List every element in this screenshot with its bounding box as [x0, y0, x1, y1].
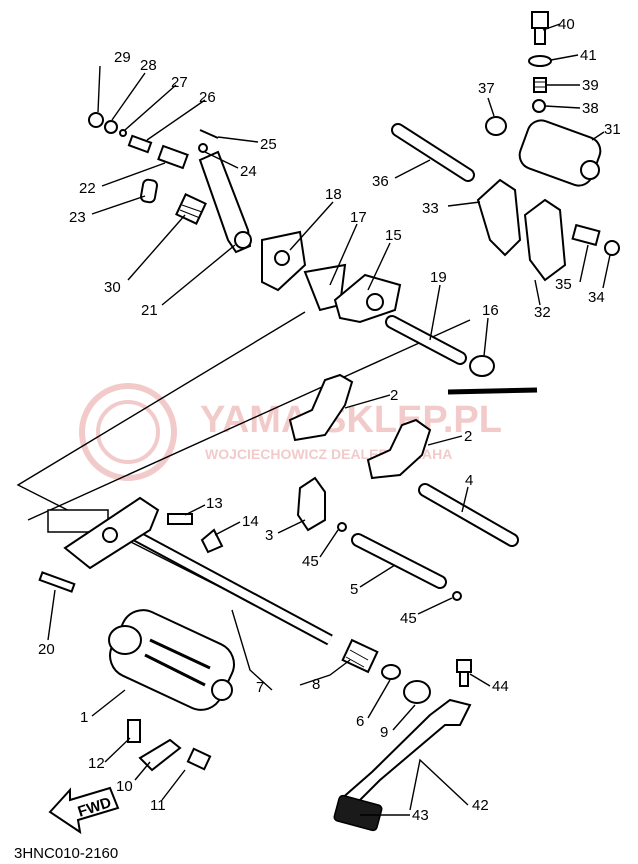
spring-39: [533, 77, 547, 93]
forward-arrow-icon: FWD: [48, 786, 120, 835]
collar-9: [403, 680, 431, 704]
drum-segment-31: [518, 119, 602, 187]
callout-34: 34: [588, 289, 605, 306]
callout-12: 12: [88, 755, 105, 772]
ball-38: [532, 99, 546, 113]
callout-13: 13: [206, 495, 223, 512]
callout-21: 21: [141, 302, 158, 319]
fork-2-lower: [366, 418, 432, 480]
seal-37: [485, 116, 507, 136]
callout-32: 32: [534, 304, 551, 321]
callout-2-upper: 2: [390, 387, 398, 404]
callout-24: 24: [240, 163, 257, 180]
callout-45-upper: 45: [302, 553, 319, 570]
washer-16: [469, 355, 495, 377]
spring-8: [341, 638, 379, 674]
callout-4: 4: [465, 472, 473, 489]
callout-36: 36: [372, 173, 389, 190]
stopper-10: [138, 738, 182, 772]
plate-18: [261, 230, 307, 292]
link-22-block: [157, 144, 189, 170]
watermark-main: YAMA-SKLEP.PL: [200, 399, 502, 441]
callout-39: 39: [582, 77, 599, 94]
callout-42: 42: [472, 797, 489, 814]
shift-shaft-7: [63, 496, 333, 646]
leader-lines: [47, 23, 611, 816]
callout-10: 10: [116, 778, 133, 795]
callout-8: 8: [312, 676, 320, 693]
lever-15: [333, 273, 402, 324]
callout-25: 25: [260, 136, 277, 153]
clip-27: [119, 129, 127, 137]
callout-38: 38: [582, 100, 599, 117]
rod-19: [387, 317, 465, 363]
fork-2-upper: [288, 373, 354, 442]
nut-34: [604, 240, 620, 256]
bolt-40: [531, 11, 549, 45]
washer-28: [104, 120, 118, 134]
rod-5: [353, 535, 445, 587]
callout-26: 26: [199, 89, 216, 106]
callout-28: 28: [140, 57, 157, 74]
callout-31: 31: [604, 121, 621, 138]
ring-45-upper: [337, 522, 347, 532]
fork-32: [523, 198, 567, 282]
clip-14: [200, 528, 224, 554]
callout-19: 19: [430, 269, 447, 286]
callout-16: 16: [482, 302, 499, 319]
callout-14: 14: [242, 513, 259, 530]
fork-33: [476, 178, 522, 257]
rod-4: [420, 485, 517, 545]
callout-1: 1: [80, 709, 88, 726]
clip-24: [198, 143, 208, 153]
callout-15: 15: [385, 227, 402, 244]
callout-27: 27: [171, 74, 188, 91]
bolt-20: [38, 571, 76, 593]
callout-2-lower: 2: [464, 428, 472, 445]
callout-labels: 40 41 39 38 37 31 36 33 35 34 32 29 28 2…: [38, 16, 621, 824]
exploded-boundary: [16, 311, 471, 631]
nut-29: [88, 112, 104, 128]
callout-37: 37: [478, 80, 495, 97]
callout-20: 20: [38, 641, 55, 658]
callout-33: 33: [422, 200, 439, 217]
washer-6: [381, 664, 401, 680]
callout-6: 6: [356, 713, 364, 730]
callout-7: 7: [256, 679, 264, 696]
callout-3: 3: [265, 527, 273, 544]
spring-11: [186, 747, 212, 771]
callout-30: 30: [104, 279, 121, 296]
spring-35: [571, 223, 601, 247]
callout-18: 18: [325, 186, 342, 203]
bolt-13: [167, 513, 193, 525]
diagram-code: 3HNC010-2160: [14, 845, 118, 862]
callout-45-lower: 45: [400, 610, 417, 627]
callout-35: 35: [555, 276, 572, 293]
shift-arm-21: [198, 150, 252, 254]
shift-drum-1: [108, 609, 235, 711]
callout-23: 23: [69, 209, 86, 226]
pin-26: [127, 134, 153, 154]
pin-23: [139, 178, 159, 204]
ring-45-lower: [452, 591, 462, 601]
callout-22: 22: [79, 180, 96, 197]
callout-44: 44: [492, 678, 509, 695]
callout-5: 5: [350, 581, 358, 598]
callout-41: 41: [580, 47, 597, 64]
callout-40: 40: [558, 16, 575, 33]
fork-3: [296, 476, 326, 532]
callout-43: 43: [412, 807, 429, 824]
bolt-44: [456, 659, 472, 687]
bolt-12: [127, 719, 141, 743]
callout-17: 17: [350, 209, 367, 226]
callout-29: 29: [114, 49, 131, 66]
washer-41: [528, 55, 552, 67]
callout-11: 11: [150, 797, 166, 814]
shift-pedal-42: [333, 698, 472, 832]
callout-9: 9: [380, 724, 388, 741]
pin-25: [199, 129, 219, 139]
